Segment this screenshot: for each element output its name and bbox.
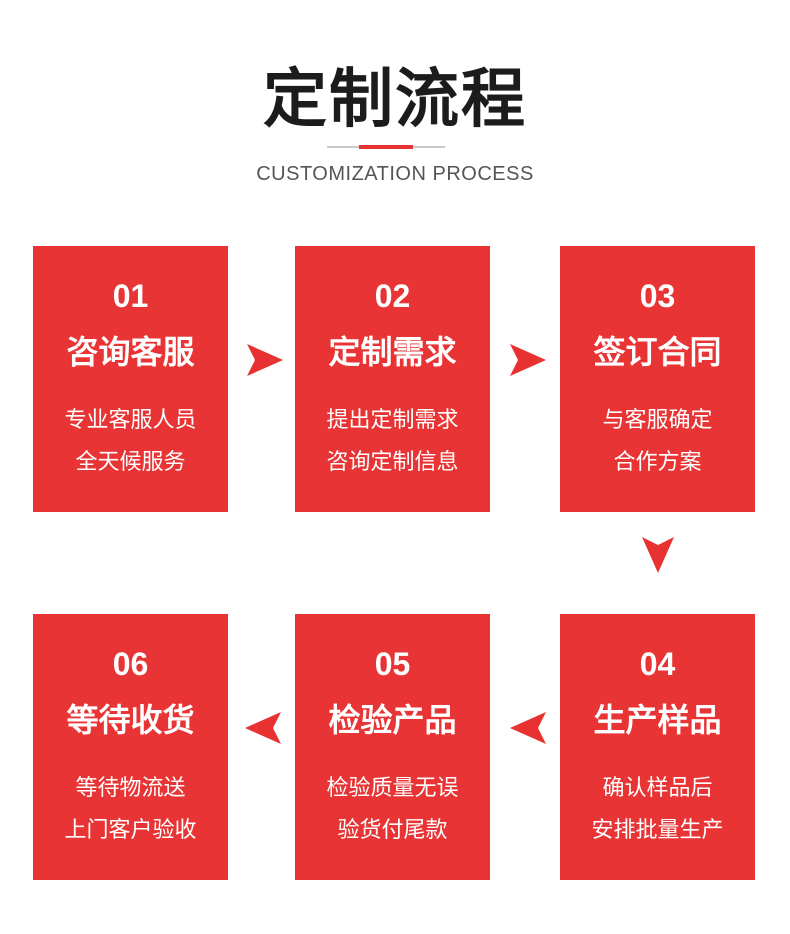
step-description: 专业客服人员 全天候服务 — [33, 400, 228, 484]
step-card-04: 04 生产样品 确认样品后 安排批量生产 — [560, 614, 755, 880]
step-number: 02 — [374, 278, 411, 314]
step-card-03: 03 签订合同 与客服确定 合作方案 — [560, 246, 755, 512]
title-divider-accent — [359, 145, 413, 149]
step-description-line: 咨询定制信息 — [326, 450, 459, 475]
arrow-left-icon — [245, 712, 281, 744]
arrow-right-icon — [247, 344, 283, 376]
step-description: 提出定制需求 咨询定制信息 — [295, 400, 490, 484]
step-number: 03 — [639, 278, 676, 314]
step-description: 等待物流送 上门客户验收 — [33, 768, 228, 852]
step-description-line: 等待物流送 — [75, 776, 186, 801]
step-name: 检验产品 — [328, 701, 457, 739]
step-description: 与客服确定 合作方案 — [560, 400, 755, 484]
arrow-left-icon — [510, 712, 546, 744]
step-description: 检验质量无误 验货付尾款 — [295, 768, 490, 852]
step-number: 01 — [112, 278, 149, 314]
step-description-line: 检验质量无误 — [326, 776, 459, 801]
step-description-line: 提出定制需求 — [326, 408, 459, 433]
step-name: 定制需求 — [328, 333, 457, 371]
step-description-line: 上门客户验收 — [64, 818, 197, 843]
step-description-line: 确认样品后 — [602, 776, 713, 801]
arrow-down-icon — [642, 537, 674, 573]
page-title: 定制流程 — [263, 62, 527, 137]
step-card-06: 06 等待收货 等待物流送 上门客户验收 — [33, 614, 228, 880]
step-number: 04 — [639, 646, 676, 682]
step-number: 05 — [374, 646, 411, 682]
step-description-line: 合作方案 — [613, 450, 702, 475]
step-card-01: 01 咨询客服 专业客服人员 全天候服务 — [33, 246, 228, 512]
step-card-05: 05 检验产品 检验质量无误 验货付尾款 — [295, 614, 490, 880]
step-description-line: 验货付尾款 — [337, 818, 448, 843]
arrow-right-icon — [510, 344, 546, 376]
step-card-02: 02 定制需求 提出定制需求 咨询定制信息 — [295, 246, 490, 512]
step-name: 等待收货 — [66, 701, 195, 739]
step-name: 咨询客服 — [66, 333, 195, 371]
step-description: 确认样品后 安排批量生产 — [560, 768, 755, 852]
page-subtitle: CUSTOMIZATION PROCESS — [256, 163, 534, 185]
step-name: 签订合同 — [593, 333, 722, 371]
step-number: 06 — [112, 646, 149, 682]
step-description-line: 全天候服务 — [75, 450, 186, 475]
step-description-line: 安排批量生产 — [591, 818, 724, 843]
step-description-line: 与客服确定 — [602, 408, 713, 433]
step-description-line: 专业客服人员 — [64, 408, 197, 433]
step-name: 生产样品 — [593, 701, 722, 739]
